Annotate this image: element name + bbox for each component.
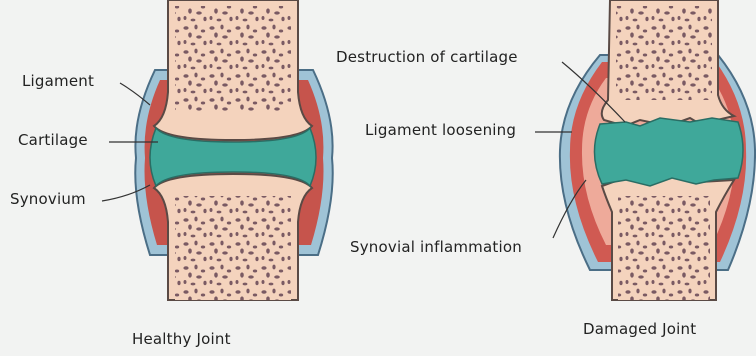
healthy-upper-marrow [175, 6, 291, 112]
healthy-joint [102, 0, 333, 300]
damaged-cartilage [594, 118, 743, 186]
healthy-lower-marrow [175, 196, 291, 300]
label-ligament: Ligament [22, 72, 94, 90]
label-destruction-of-cartilage: Destruction of cartilage [336, 48, 518, 66]
caption-healthy-joint: Healthy Joint [132, 330, 231, 348]
damaged-upper-marrow [616, 6, 712, 100]
damaged-lower-marrow [618, 196, 710, 300]
label-cartilage: Cartilage [18, 131, 88, 149]
label-ligament-loosening: Ligament loosening [365, 121, 516, 139]
damaged-joint [535, 0, 755, 300]
label-synovial-inflammation: Synovial inflammation [350, 238, 522, 256]
label-synovium: Synovium [10, 190, 86, 208]
caption-damaged-joint: Damaged Joint [583, 320, 696, 338]
